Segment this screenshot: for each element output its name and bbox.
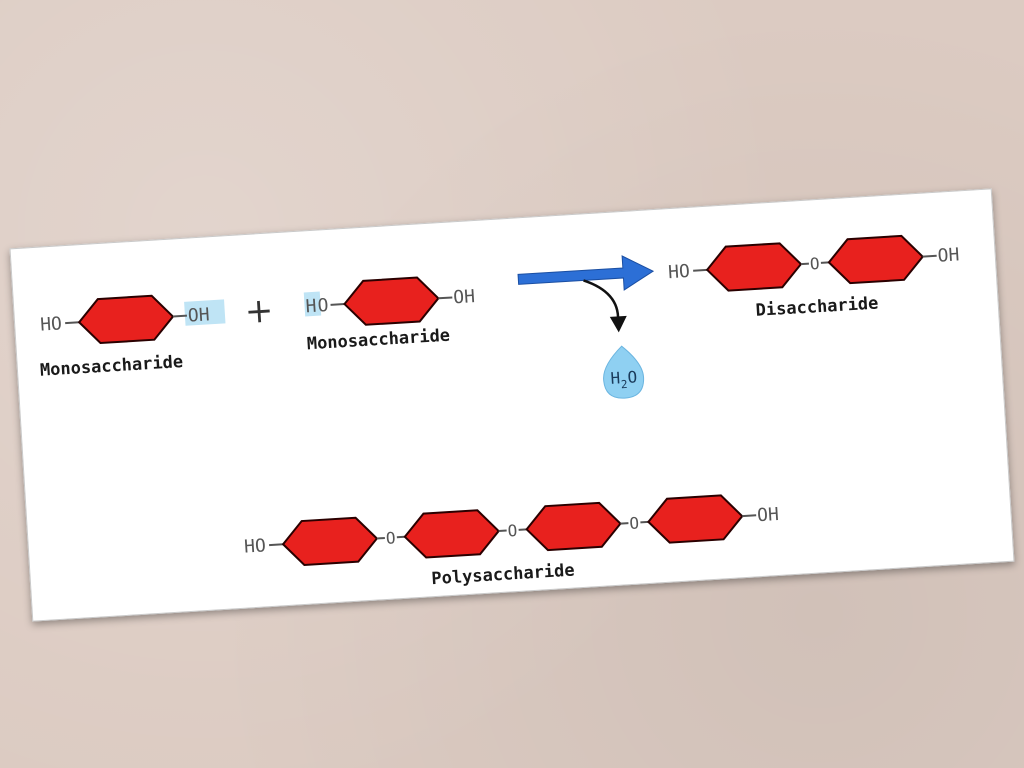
ho-group: HO	[40, 313, 63, 335]
water-h: H	[610, 368, 621, 388]
plus-sign: +	[244, 290, 275, 332]
sugar-ring	[525, 501, 622, 552]
oh-group: OH	[187, 304, 210, 326]
ho-group: HO	[244, 535, 267, 557]
glycosidic-o: O	[507, 521, 518, 541]
sugar-ring	[343, 276, 440, 326]
monosaccharide-label-2: Monosaccharide	[306, 326, 450, 355]
diagram-card: HO OH Monosaccharide + H O OH Monosaccha…	[9, 188, 1015, 622]
sugar-ring	[77, 294, 175, 345]
monosaccharide-label-1: Monosaccharide	[39, 352, 183, 381]
oh-group: OH	[757, 504, 780, 526]
oh-highlight	[184, 299, 226, 326]
water-sub: 2	[621, 378, 628, 391]
sugar-ring	[403, 509, 501, 559]
disaccharide-label: Disaccharide	[755, 293, 879, 320]
glycosidic-o: O	[629, 513, 640, 533]
o-atom: O	[317, 295, 329, 317]
disaccharide: HO O OH Disaccharide	[668, 234, 960, 321]
oh-group: OH	[453, 286, 476, 308]
polysaccharide: HO O O O OH Polysaccharide	[244, 494, 780, 590]
monosaccharide-2: H O OH Monosaccharide	[303, 276, 476, 355]
reaction-arrow	[517, 255, 655, 291]
sugar-ring	[281, 516, 379, 566]
water-o: O	[627, 367, 638, 387]
arrowhead-icon	[609, 315, 627, 333]
glycosidic-o: O	[385, 528, 396, 548]
monosaccharide-1: HO OH Monosaccharide	[39, 294, 226, 381]
glycosidic-o: O	[809, 254, 820, 274]
oh-group: OH	[937, 244, 960, 266]
polysaccharide-label: Polysaccharide	[431, 561, 575, 590]
curved-arrow	[583, 279, 620, 321]
sugar-ring	[647, 494, 744, 544]
h-atom: H	[305, 296, 317, 318]
ho-group: HO	[668, 261, 691, 283]
h-highlight	[303, 291, 322, 317]
water-release: H 2 O	[583, 279, 645, 399]
sugar-ring	[827, 234, 925, 285]
carbohydrate-diagram: HO OH Monosaccharide + H O OH Monosaccha…	[39, 234, 960, 590]
sugar-ring	[705, 242, 803, 292]
water-drop-icon	[603, 345, 645, 399]
